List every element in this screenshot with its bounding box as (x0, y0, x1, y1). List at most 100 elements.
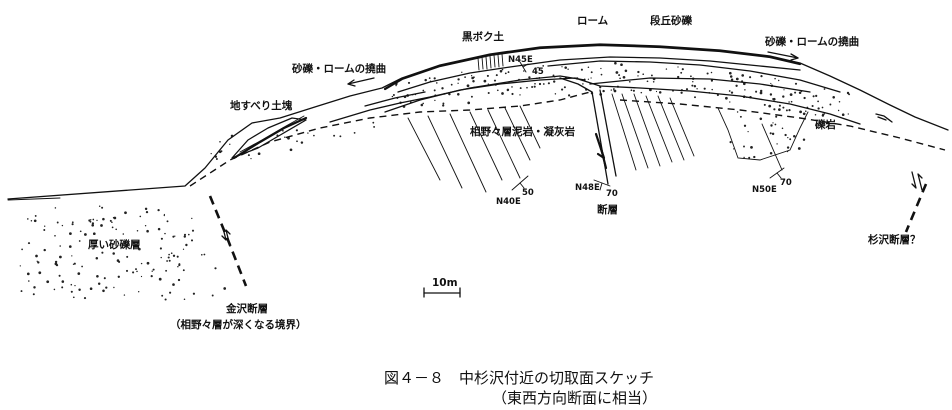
gravel-dot (353, 131, 356, 134)
gravel-dot (223, 287, 227, 290)
gravel-dot (789, 138, 792, 141)
gravel-dot (519, 87, 522, 90)
gravel-dot (38, 271, 42, 275)
gravel-dot (54, 262, 58, 266)
gravel-dot (506, 88, 510, 92)
gravel-dot (580, 68, 583, 71)
gravel-dot (710, 79, 714, 82)
gravel-dot (847, 113, 849, 115)
gravel-dot (140, 262, 143, 265)
gravel-dot (802, 112, 806, 116)
attitude-n48e-label: N48E (575, 183, 600, 193)
kanezawa-motion-arrows (221, 223, 231, 247)
gravel-dot (69, 232, 72, 235)
label-landslide-block: 地すべり土塊 (230, 99, 293, 112)
gravel-dot (144, 225, 147, 227)
gravel-dot (105, 286, 108, 289)
gravel-dot (152, 268, 155, 271)
gravel-dot (74, 284, 76, 287)
thick-gravel-stipple (19, 205, 227, 301)
gravel-dot (763, 103, 766, 106)
attitude-n48e-dip: 70 (606, 189, 618, 199)
gravel-dot (614, 61, 617, 65)
scale-bar (423, 287, 461, 298)
gravel-dot (191, 229, 195, 232)
landslide-stipple (210, 121, 376, 160)
gravel-dot (333, 134, 336, 137)
gravel-dot (838, 101, 841, 103)
gravel-dot (164, 232, 166, 235)
gravel-dot (448, 92, 451, 96)
gravel-dot (677, 75, 680, 79)
gravel-dot (613, 89, 617, 93)
label-sugisawa-fault: 杉沢断層？ (868, 233, 921, 246)
gravel-dot (567, 94, 571, 97)
gravel-dot (43, 248, 46, 252)
gravel-dot (774, 77, 776, 80)
gravel-dot (434, 99, 436, 102)
gravel-dot (135, 268, 137, 271)
gravel-dot (496, 89, 499, 92)
gravel-dot (507, 71, 510, 74)
attitude-n45e-dip: 45 (532, 67, 544, 77)
gravel-dot (619, 77, 621, 80)
right-lens (875, 113, 893, 123)
gravel-dot (30, 220, 33, 222)
gravel-dot (229, 143, 231, 145)
gravel-dot (680, 71, 683, 74)
gravel-dot (81, 265, 83, 268)
gravel-dot (103, 277, 106, 280)
gravel-dot (769, 132, 772, 135)
gravel-dot (466, 84, 470, 88)
gravel-dot (655, 90, 658, 93)
label-scale: 10m (432, 277, 458, 289)
conglomerate-boundary (717, 107, 809, 161)
gravel-dot (111, 226, 114, 229)
gravel-dot (534, 82, 536, 85)
gravel-dot (755, 90, 758, 93)
flexure-bed-lower (329, 75, 586, 123)
gravel-dot (759, 91, 763, 95)
sugisawa-motion-arrows (911, 171, 923, 191)
label-terrace-gravel: 段丘砂礫 (650, 14, 692, 27)
gravel-dot (159, 247, 162, 250)
gravel-dot (729, 141, 732, 144)
gravel-dot (150, 275, 153, 278)
gravel-dot (776, 143, 778, 145)
gravel-dot (284, 136, 286, 138)
gravel-dot (760, 75, 763, 78)
gravel-dot (640, 91, 643, 94)
label-flexure-left: 砂礫・ロームの撓曲 (291, 62, 386, 75)
gravel-dot (54, 260, 58, 264)
caption-title: 図４－８ 中杉沢付近の切取面スケッチ (384, 369, 654, 387)
gravel-dot (79, 230, 82, 233)
gravel-dot (769, 152, 773, 155)
gravel-dot (743, 124, 747, 127)
gravel-dot (177, 265, 179, 268)
gravel-dot (28, 280, 30, 282)
gravel-dot (523, 70, 525, 72)
gravel-dot (168, 259, 171, 262)
gravel-dot (837, 109, 840, 112)
gravel-dot (817, 107, 820, 110)
gravel-dot (91, 223, 95, 227)
gravel-dot (19, 265, 21, 267)
gravel-dot (692, 81, 694, 83)
gravel-dot (123, 294, 126, 296)
gravel-dot (693, 85, 697, 88)
gravel-dot (567, 68, 569, 70)
gravel-dot (542, 83, 545, 85)
gravel-dot (115, 228, 117, 231)
gravel-dot (730, 91, 734, 94)
sugisawa-fault-trace (904, 183, 928, 233)
gravel-dot (71, 221, 74, 224)
gravel-dot (773, 108, 776, 111)
gravel-dot (172, 235, 175, 238)
gravel-dot (457, 93, 460, 96)
gravel-dot (600, 73, 603, 76)
gravel-dot (160, 237, 163, 240)
gravel-dot (772, 97, 776, 101)
gravel-dot (538, 82, 542, 86)
gravel-dot (339, 135, 342, 138)
gravel-dot (160, 256, 162, 259)
